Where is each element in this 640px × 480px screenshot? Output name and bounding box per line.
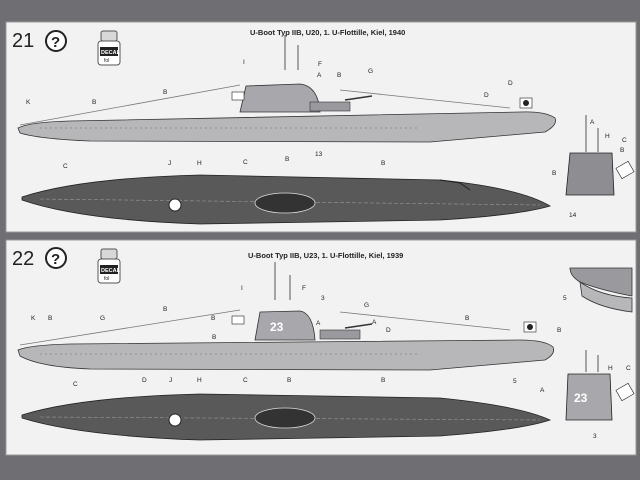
- svg-text:H: H: [605, 133, 610, 140]
- svg-text:J: J: [169, 377, 172, 384]
- svg-text:B: B: [163, 89, 167, 96]
- svg-text:C: C: [622, 137, 627, 144]
- svg-text:C: C: [63, 163, 68, 170]
- svg-text:F: F: [318, 61, 322, 68]
- callouts-21: I F A B G K D B D B C J H C B B 13 14 B …: [26, 59, 627, 219]
- svg-text:3: 3: [593, 433, 597, 440]
- svg-text:I: I: [241, 285, 243, 292]
- svg-text:G: G: [100, 315, 105, 322]
- svg-text:13: 13: [315, 151, 323, 158]
- decal-label: DECAL: [101, 268, 121, 274]
- question-icon: [45, 30, 67, 52]
- svg-text:3: 3: [321, 295, 325, 302]
- decal-sub: fol: [104, 276, 109, 282]
- svg-text:H: H: [608, 365, 613, 372]
- svg-text:A: A: [372, 319, 377, 326]
- flag-icon: [231, 91, 245, 101]
- step-number-22: 22: [12, 248, 34, 270]
- svg-text:B: B: [285, 156, 289, 163]
- question-icon-glyph: ?: [51, 34, 60, 51]
- bow-inset-22: [569, 267, 633, 313]
- svg-text:B: B: [465, 315, 469, 322]
- panel-title-21: U-Boot Typ IIB, U20, 1. U-Flottille, Kie…: [250, 28, 405, 37]
- svg-text:5: 5: [513, 378, 517, 385]
- svg-text:A: A: [317, 72, 322, 79]
- svg-text:C: C: [73, 381, 78, 388]
- decal-sub: fol: [104, 58, 109, 64]
- svg-text:J: J: [168, 160, 171, 167]
- svg-text:G: G: [368, 68, 373, 75]
- svg-text:A: A: [540, 387, 545, 394]
- submarine-top-view-21: [21, 174, 551, 225]
- svg-text:B: B: [163, 306, 167, 313]
- svg-text:B: B: [557, 327, 561, 334]
- flag-icon: [615, 160, 635, 180]
- svg-text:B: B: [92, 99, 96, 106]
- svg-text:B: B: [48, 315, 52, 322]
- svg-text:C: C: [243, 159, 248, 166]
- svg-text:B: B: [552, 170, 556, 177]
- svg-text:B: B: [211, 315, 215, 322]
- svg-text:A: A: [316, 320, 321, 327]
- svg-text:K: K: [31, 315, 36, 322]
- svg-text:C: C: [243, 377, 248, 384]
- flag-icon: [231, 315, 245, 325]
- svg-text:G: G: [364, 302, 369, 309]
- step-number-21: 21: [12, 30, 34, 52]
- tower-number: 23: [574, 391, 588, 405]
- panel-title-22: U-Boot Typ IIB, U23, 1. U-Flottille, Kie…: [248, 251, 403, 260]
- svg-text:D: D: [142, 377, 147, 384]
- conning-tower-detail-22: 23: [565, 350, 635, 421]
- submarine-side-view-21: [17, 35, 556, 143]
- decal-label: DECAL: [101, 50, 121, 56]
- tower-number: 23: [270, 320, 284, 334]
- svg-text:B: B: [381, 377, 385, 384]
- question-icon-glyph: ?: [51, 251, 60, 268]
- svg-text:K: K: [26, 99, 31, 106]
- svg-text:B: B: [287, 377, 291, 384]
- svg-text:I: I: [243, 59, 245, 66]
- svg-text:B: B: [620, 147, 624, 154]
- svg-text:A: A: [590, 119, 595, 126]
- flag-icon: [615, 382, 635, 402]
- submarine-side-view-22: 23: [17, 262, 555, 371]
- svg-text:D: D: [386, 327, 391, 334]
- question-icon: [45, 247, 67, 269]
- svg-text:F: F: [302, 285, 306, 292]
- svg-text:H: H: [197, 160, 202, 167]
- svg-text:H: H: [197, 377, 202, 384]
- submarine-top-view-22: [21, 393, 552, 441]
- svg-text:B: B: [337, 72, 341, 79]
- decal-bottle-icon: DECAL fol: [97, 30, 121, 66]
- svg-text:C: C: [626, 365, 631, 372]
- svg-text:D: D: [508, 80, 513, 87]
- svg-text:B: B: [212, 334, 216, 341]
- callouts-22: I F A G K B G B B B A D B C D J H C B B …: [31, 285, 631, 440]
- svg-text:B: B: [381, 160, 385, 167]
- conning-tower-detail-21: [565, 115, 635, 196]
- svg-text:14: 14: [569, 212, 577, 219]
- svg-text:5: 5: [563, 295, 567, 302]
- decal-bottle-icon: DECAL fol: [97, 248, 121, 284]
- svg-text:D: D: [484, 92, 489, 99]
